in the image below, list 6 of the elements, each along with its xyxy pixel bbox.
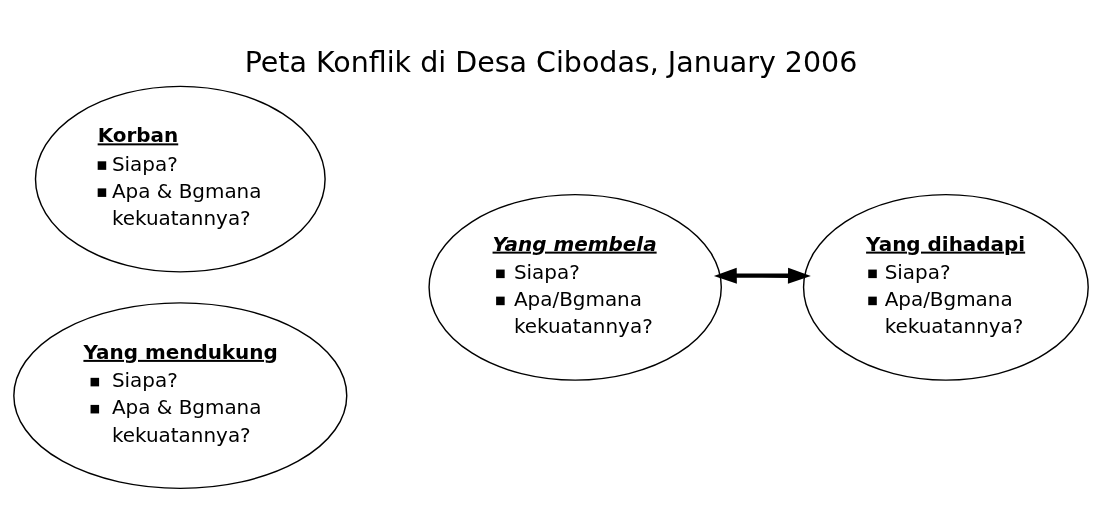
arrow xyxy=(713,267,811,284)
node-ellipse: Korban Siapa? Apa & Bgmana kekuatannya? xyxy=(34,85,326,273)
node-ellipse: Yang mendukung Siapa? Apa & Bgmana kekuatannya? xyxy=(13,301,348,489)
node-ellipse: Yang membela Siapa? Apa/Bgmana kekuatannya? xyxy=(428,193,722,381)
diagram-title: Peta Konflik di Desa Cibodas, January 2006 xyxy=(244,45,858,79)
node-ellipse: Yang dihadapi Siapa? Apa/Bgmana kekuatannya? xyxy=(802,193,1089,381)
